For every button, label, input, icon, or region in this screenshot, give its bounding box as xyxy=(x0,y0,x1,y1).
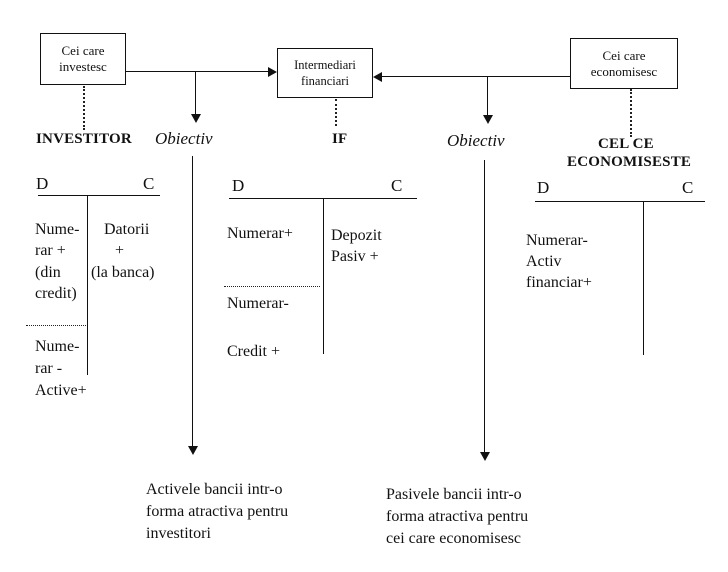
if-label: IF xyxy=(332,131,348,147)
t-account-top-line xyxy=(38,195,160,196)
investors-dotted-link xyxy=(83,86,85,130)
arrow-down-icon xyxy=(483,115,493,124)
intermediaries-box-line-1: Intermediari xyxy=(294,58,356,72)
debit-top-4: credit) xyxy=(35,285,77,302)
t-account-top-line xyxy=(535,201,705,202)
investitor-label: INVESTITOR xyxy=(36,131,132,147)
debit-bottom-1: Nume- xyxy=(35,338,80,355)
arrow-right-icon xyxy=(268,67,277,77)
debit-top-1: Numerar+ xyxy=(227,225,293,242)
saver-label-line-1: CEL CE xyxy=(598,136,654,152)
outcome-left-line-1: Activele bancii intr-o xyxy=(146,481,283,498)
credit-top-2: Pasiv + xyxy=(331,248,379,265)
credit-label: C xyxy=(682,178,694,197)
investors-to-if-line xyxy=(126,71,269,72)
debit-label: D xyxy=(36,174,49,193)
t-account-divider xyxy=(87,195,88,375)
savers-to-if-line xyxy=(382,76,570,77)
intermediaries-box: Intermediari financiari xyxy=(277,48,373,98)
credit-top-1: Depozit xyxy=(331,227,382,244)
investors-box: Cei care investesc xyxy=(40,33,126,85)
debit-bottom-2: rar - xyxy=(35,360,63,377)
objective-right-connector xyxy=(487,76,488,116)
objective-right-long-line xyxy=(484,160,485,452)
credit-label: C xyxy=(143,174,155,193)
debit-top-3: financiar+ xyxy=(526,274,592,291)
credit-top-1: Datorii xyxy=(104,221,150,238)
intermediaries-box-line-2: financiari xyxy=(301,74,349,88)
arrow-down-icon xyxy=(188,446,198,455)
debit-top-1: Nume- xyxy=(35,221,80,238)
arrow-down-icon xyxy=(480,452,490,461)
debit-top-1: Numerar- xyxy=(526,232,588,249)
debit-separator xyxy=(224,286,320,287)
outcome-right-line-1: Pasivele bancii intr-o xyxy=(386,486,522,503)
debit-label: D xyxy=(537,178,550,197)
debit-top-2: Activ xyxy=(526,253,562,270)
savers-dotted-link xyxy=(630,89,632,137)
t-account-divider xyxy=(323,198,324,354)
debit-top-3: (din xyxy=(35,264,61,281)
debit-bottom-1: Numerar- xyxy=(227,295,289,312)
if-dotted-link xyxy=(335,99,337,126)
investors-box-line-2: investesc xyxy=(59,59,107,74)
debit-separator xyxy=(26,325,86,326)
outcome-right-line-2: forma atractiva pentru xyxy=(386,508,529,525)
t-account-divider xyxy=(643,201,644,355)
savers-box: Cei care economisesc xyxy=(570,38,678,89)
investors-box-line-1: Cei care xyxy=(61,43,105,58)
credit-top-2: + xyxy=(115,242,125,259)
savers-box-line-2: economisesc xyxy=(590,63,658,79)
outcome-right-line-3: cei care economisesc xyxy=(386,530,522,547)
savers-box-line-1: Cei care xyxy=(602,47,646,63)
saver-label-line-2: ECONOMISESTE xyxy=(567,154,692,170)
objective-left-long-line xyxy=(192,156,193,446)
debit-bottom-3: Active+ xyxy=(35,382,87,399)
outcome-left-line-2: forma atractiva pentru xyxy=(146,503,289,520)
debit-label: D xyxy=(232,176,245,195)
credit-top-3: (la banca) xyxy=(91,264,155,281)
debit-top-2: rar + xyxy=(35,242,66,259)
arrow-left-icon xyxy=(373,72,382,82)
outcome-left-line-3: investitori xyxy=(146,525,211,542)
debit-bottom-3: Credit + xyxy=(227,343,281,360)
objective-left-label: Obiectiv xyxy=(155,129,213,148)
credit-label: C xyxy=(391,176,403,195)
arrow-down-icon xyxy=(191,114,201,123)
objective-right-label: Obiectiv xyxy=(447,131,505,150)
objective-left-connector xyxy=(195,71,196,115)
